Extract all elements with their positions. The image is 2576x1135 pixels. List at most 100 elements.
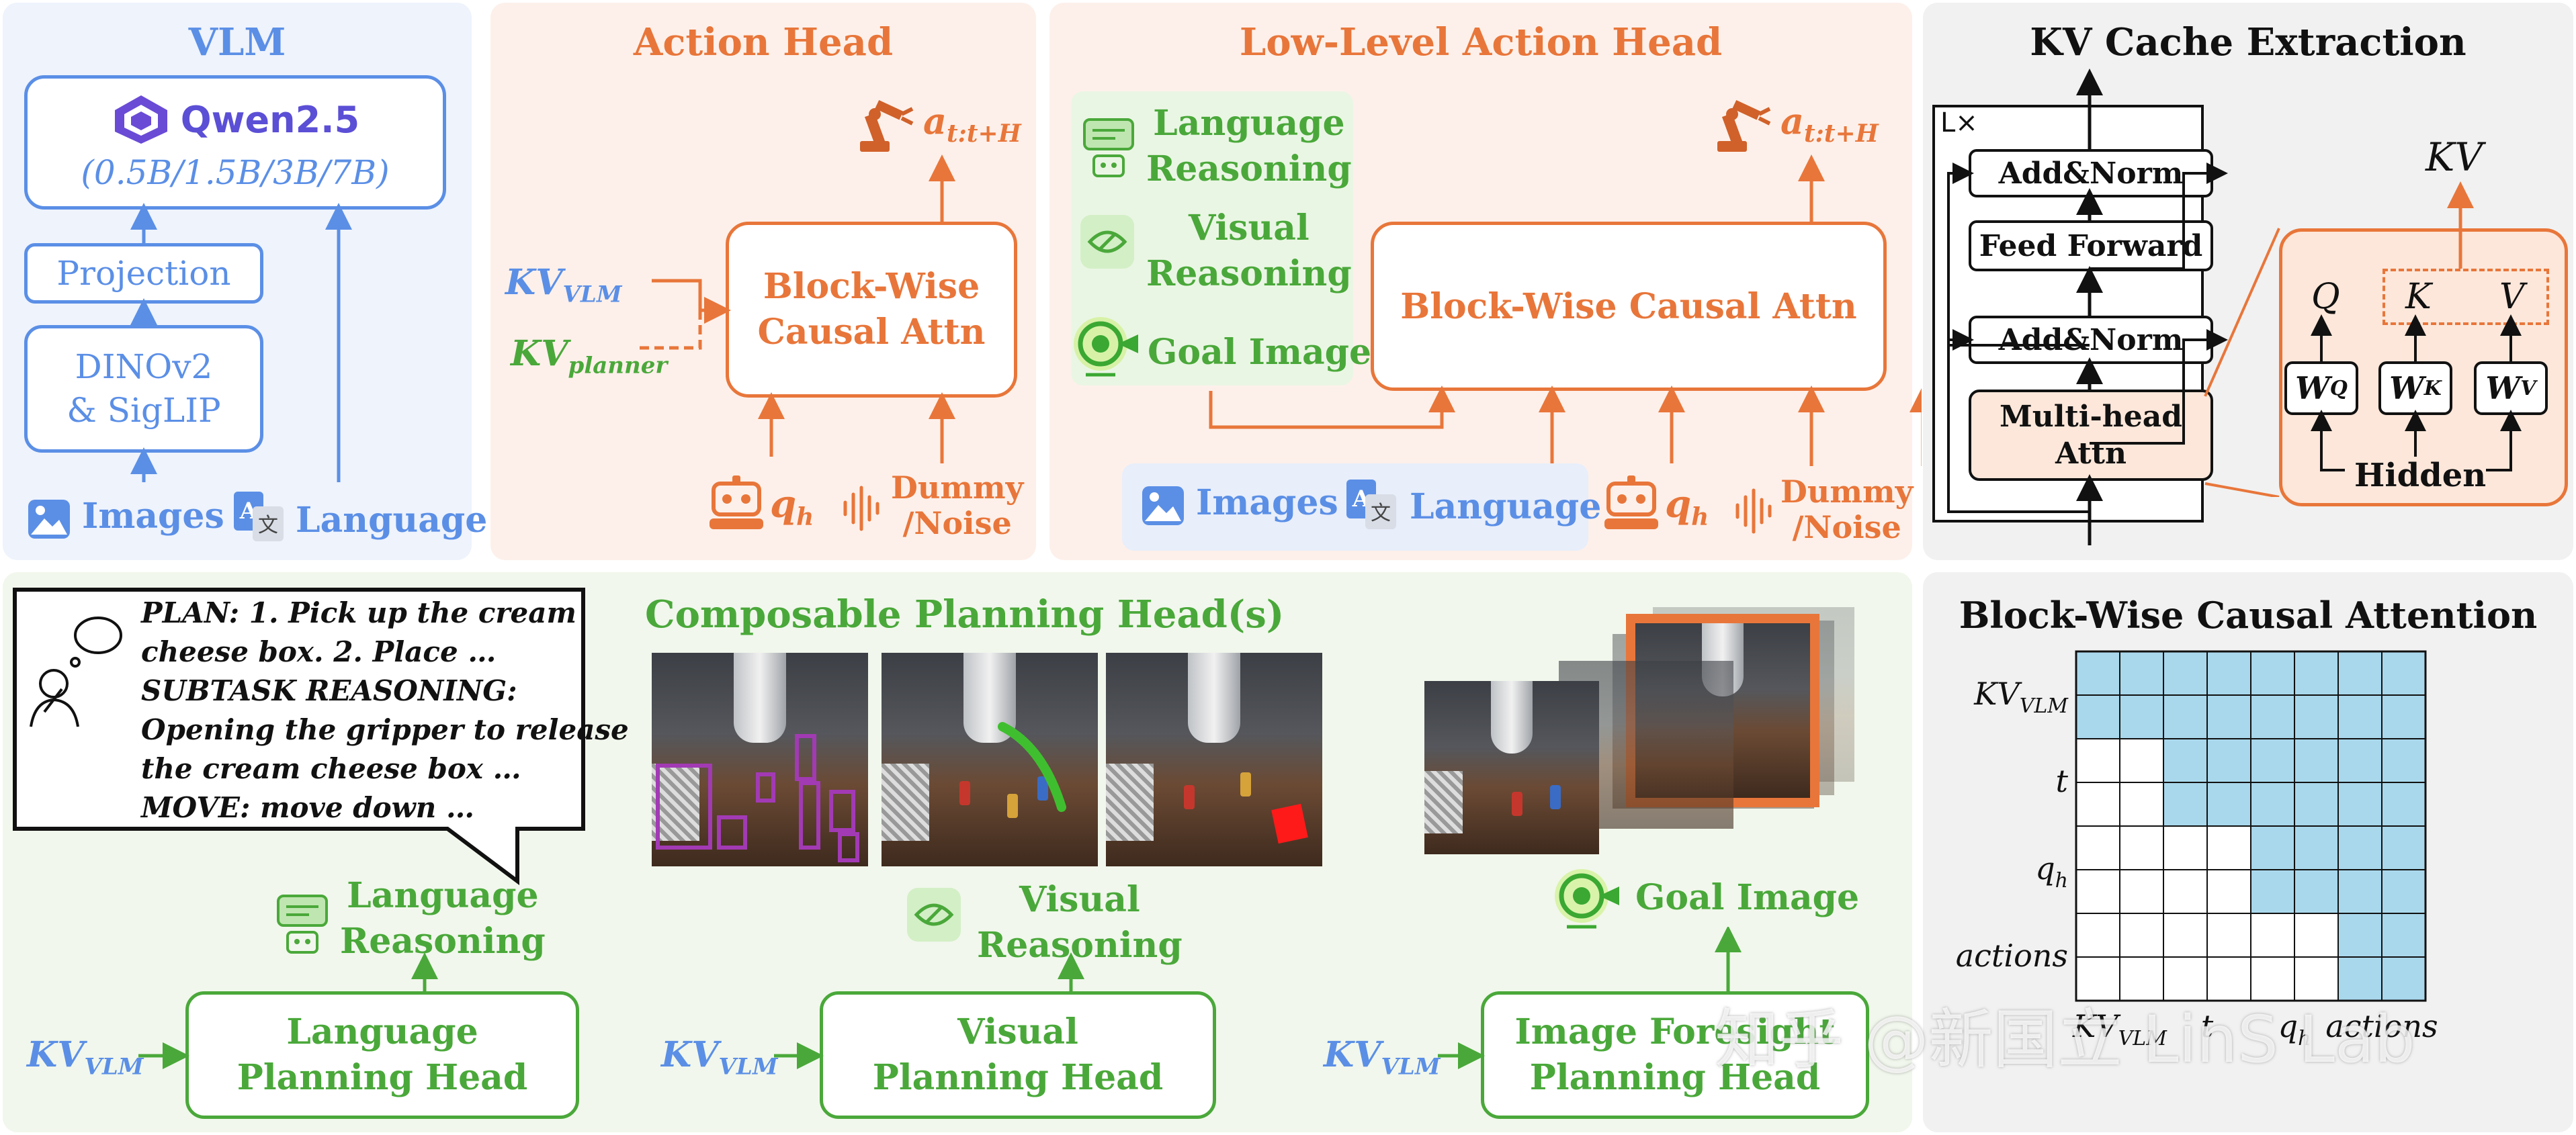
kv-dashed-box xyxy=(2382,269,2549,325)
zoom-connector xyxy=(2204,228,2280,497)
robot-arm-icon xyxy=(860,99,914,152)
svg-text:文: 文 xyxy=(1371,502,1391,525)
qwen-box: Qwen2.5 (0.5B/1.5B/3B/7B) xyxy=(24,75,446,210)
attn-cell xyxy=(2294,651,2339,696)
qwen-sizes: (0.5B/1.5B/3B/7B) xyxy=(81,153,390,192)
attn-cell xyxy=(2250,869,2295,914)
hidden-label: Hidden xyxy=(2354,457,2487,494)
block-line2: Causal Attn xyxy=(757,312,986,353)
robot-arm-icon-2 xyxy=(1717,99,1771,152)
attn-cell xyxy=(2206,782,2251,827)
row-label: t xyxy=(2056,763,2069,799)
encoder-line2: & SigLIP xyxy=(67,391,221,430)
attn-cell xyxy=(2163,782,2208,827)
action-output: at:t+H xyxy=(923,99,1021,148)
projection-box: Projection xyxy=(24,243,263,304)
ll-dummy-noise-label: Dummy/Noise xyxy=(1780,473,1914,545)
ll-images-label: Images xyxy=(1196,482,1338,523)
attn-cell xyxy=(2163,694,2208,739)
attn-cell xyxy=(2163,913,2208,958)
layer-repeat-label: L× xyxy=(1940,107,1978,138)
attn-cell xyxy=(2294,913,2339,958)
attn-cell xyxy=(2381,651,2426,696)
speech-line-4: Opening the gripper to release xyxy=(141,713,629,746)
scene-photo-trajectory xyxy=(882,653,1098,866)
noise-wave-icon xyxy=(843,486,879,531)
chat-robot-icon xyxy=(1083,118,1134,177)
attn-cell xyxy=(2119,651,2164,696)
encoder-line1: DINOv2 xyxy=(75,347,213,386)
attn-cell xyxy=(2337,782,2382,827)
attn-cell xyxy=(2337,869,2382,914)
low-level-arrows xyxy=(1209,154,1922,466)
attn-cell xyxy=(2119,825,2164,870)
attn-cell xyxy=(2075,782,2120,827)
attn-cell xyxy=(2206,651,2251,696)
planning-kv-vlm-1: KVVLM xyxy=(27,1034,144,1081)
translate-icon: A 文 xyxy=(234,492,284,541)
attn-cell xyxy=(2163,651,2208,696)
goal-target-icon xyxy=(1074,317,1138,377)
robot-head-icon xyxy=(710,475,763,529)
col-label: qh xyxy=(2278,1008,2311,1050)
row-label: qh xyxy=(2035,850,2068,893)
attn-cell xyxy=(2337,825,2382,870)
attn-cell xyxy=(2337,956,2382,1001)
dummy-noise-label: Dummy/Noise xyxy=(891,469,1024,541)
attn-cell xyxy=(2206,869,2251,914)
attn-cell xyxy=(2119,694,2164,739)
block-wise-attn-box: Block-Wise Causal Attn xyxy=(726,222,1017,398)
attn-cell xyxy=(2381,782,2426,827)
qwen-logo-icon xyxy=(114,95,167,144)
col-label: t xyxy=(2201,1008,2214,1044)
block-line1: Block-Wise xyxy=(763,266,980,308)
feed-forward: Feed Forward xyxy=(1969,220,2213,271)
attn-cell xyxy=(2337,913,2382,958)
planning-title: Composable Planning Head(s) xyxy=(645,592,1285,637)
svg-text:文: 文 xyxy=(258,514,278,537)
planning-chat-robot-icon xyxy=(277,895,328,954)
attn-cell xyxy=(2163,738,2208,783)
attn-cell xyxy=(2250,825,2295,870)
q-label: Q xyxy=(2311,277,2340,317)
attn-cell xyxy=(2119,869,2164,914)
action-head-arrows xyxy=(640,154,955,463)
attn-cell xyxy=(2119,913,2164,958)
attn-cell xyxy=(2206,825,2251,870)
attn-cell xyxy=(2119,782,2164,827)
attn-cell xyxy=(2206,913,2251,958)
attn-cell xyxy=(2250,782,2295,827)
attn-cell xyxy=(2381,738,2426,783)
planning-arrows xyxy=(138,927,1742,1069)
speech-line-6: MOVE: move down … xyxy=(141,790,474,824)
attn-cell xyxy=(2163,869,2208,914)
ll-noise-wave-icon xyxy=(1735,488,1772,534)
attn-cell xyxy=(2075,651,2120,696)
planning-goal-image: Goal Image xyxy=(1635,877,1860,918)
speech-line-3: SUBTASK REASONING: xyxy=(141,674,517,707)
thinking-person-icon xyxy=(30,617,122,727)
attn-cell xyxy=(2250,694,2295,739)
qwen-name: Qwen2.5 xyxy=(180,98,360,141)
attn-cell xyxy=(2119,738,2164,783)
attn-cell xyxy=(2075,869,2120,914)
attn-cell xyxy=(2381,825,2426,870)
image-icon xyxy=(28,500,70,539)
attn-cell xyxy=(2250,913,2295,958)
attn-cell xyxy=(2381,956,2426,1001)
planning-kv-vlm-3: KVVLM xyxy=(1324,1034,1441,1081)
transformer-arrows xyxy=(1947,69,2228,545)
attn-cell xyxy=(2294,782,2339,827)
bwca-title: Block-Wise Causal Attention xyxy=(1959,594,2538,637)
kv-planner-input: KVplanner xyxy=(511,333,668,379)
vlm-language-label: Language xyxy=(296,500,488,541)
attn-cell xyxy=(2119,956,2164,1001)
attn-cell xyxy=(2294,738,2339,783)
